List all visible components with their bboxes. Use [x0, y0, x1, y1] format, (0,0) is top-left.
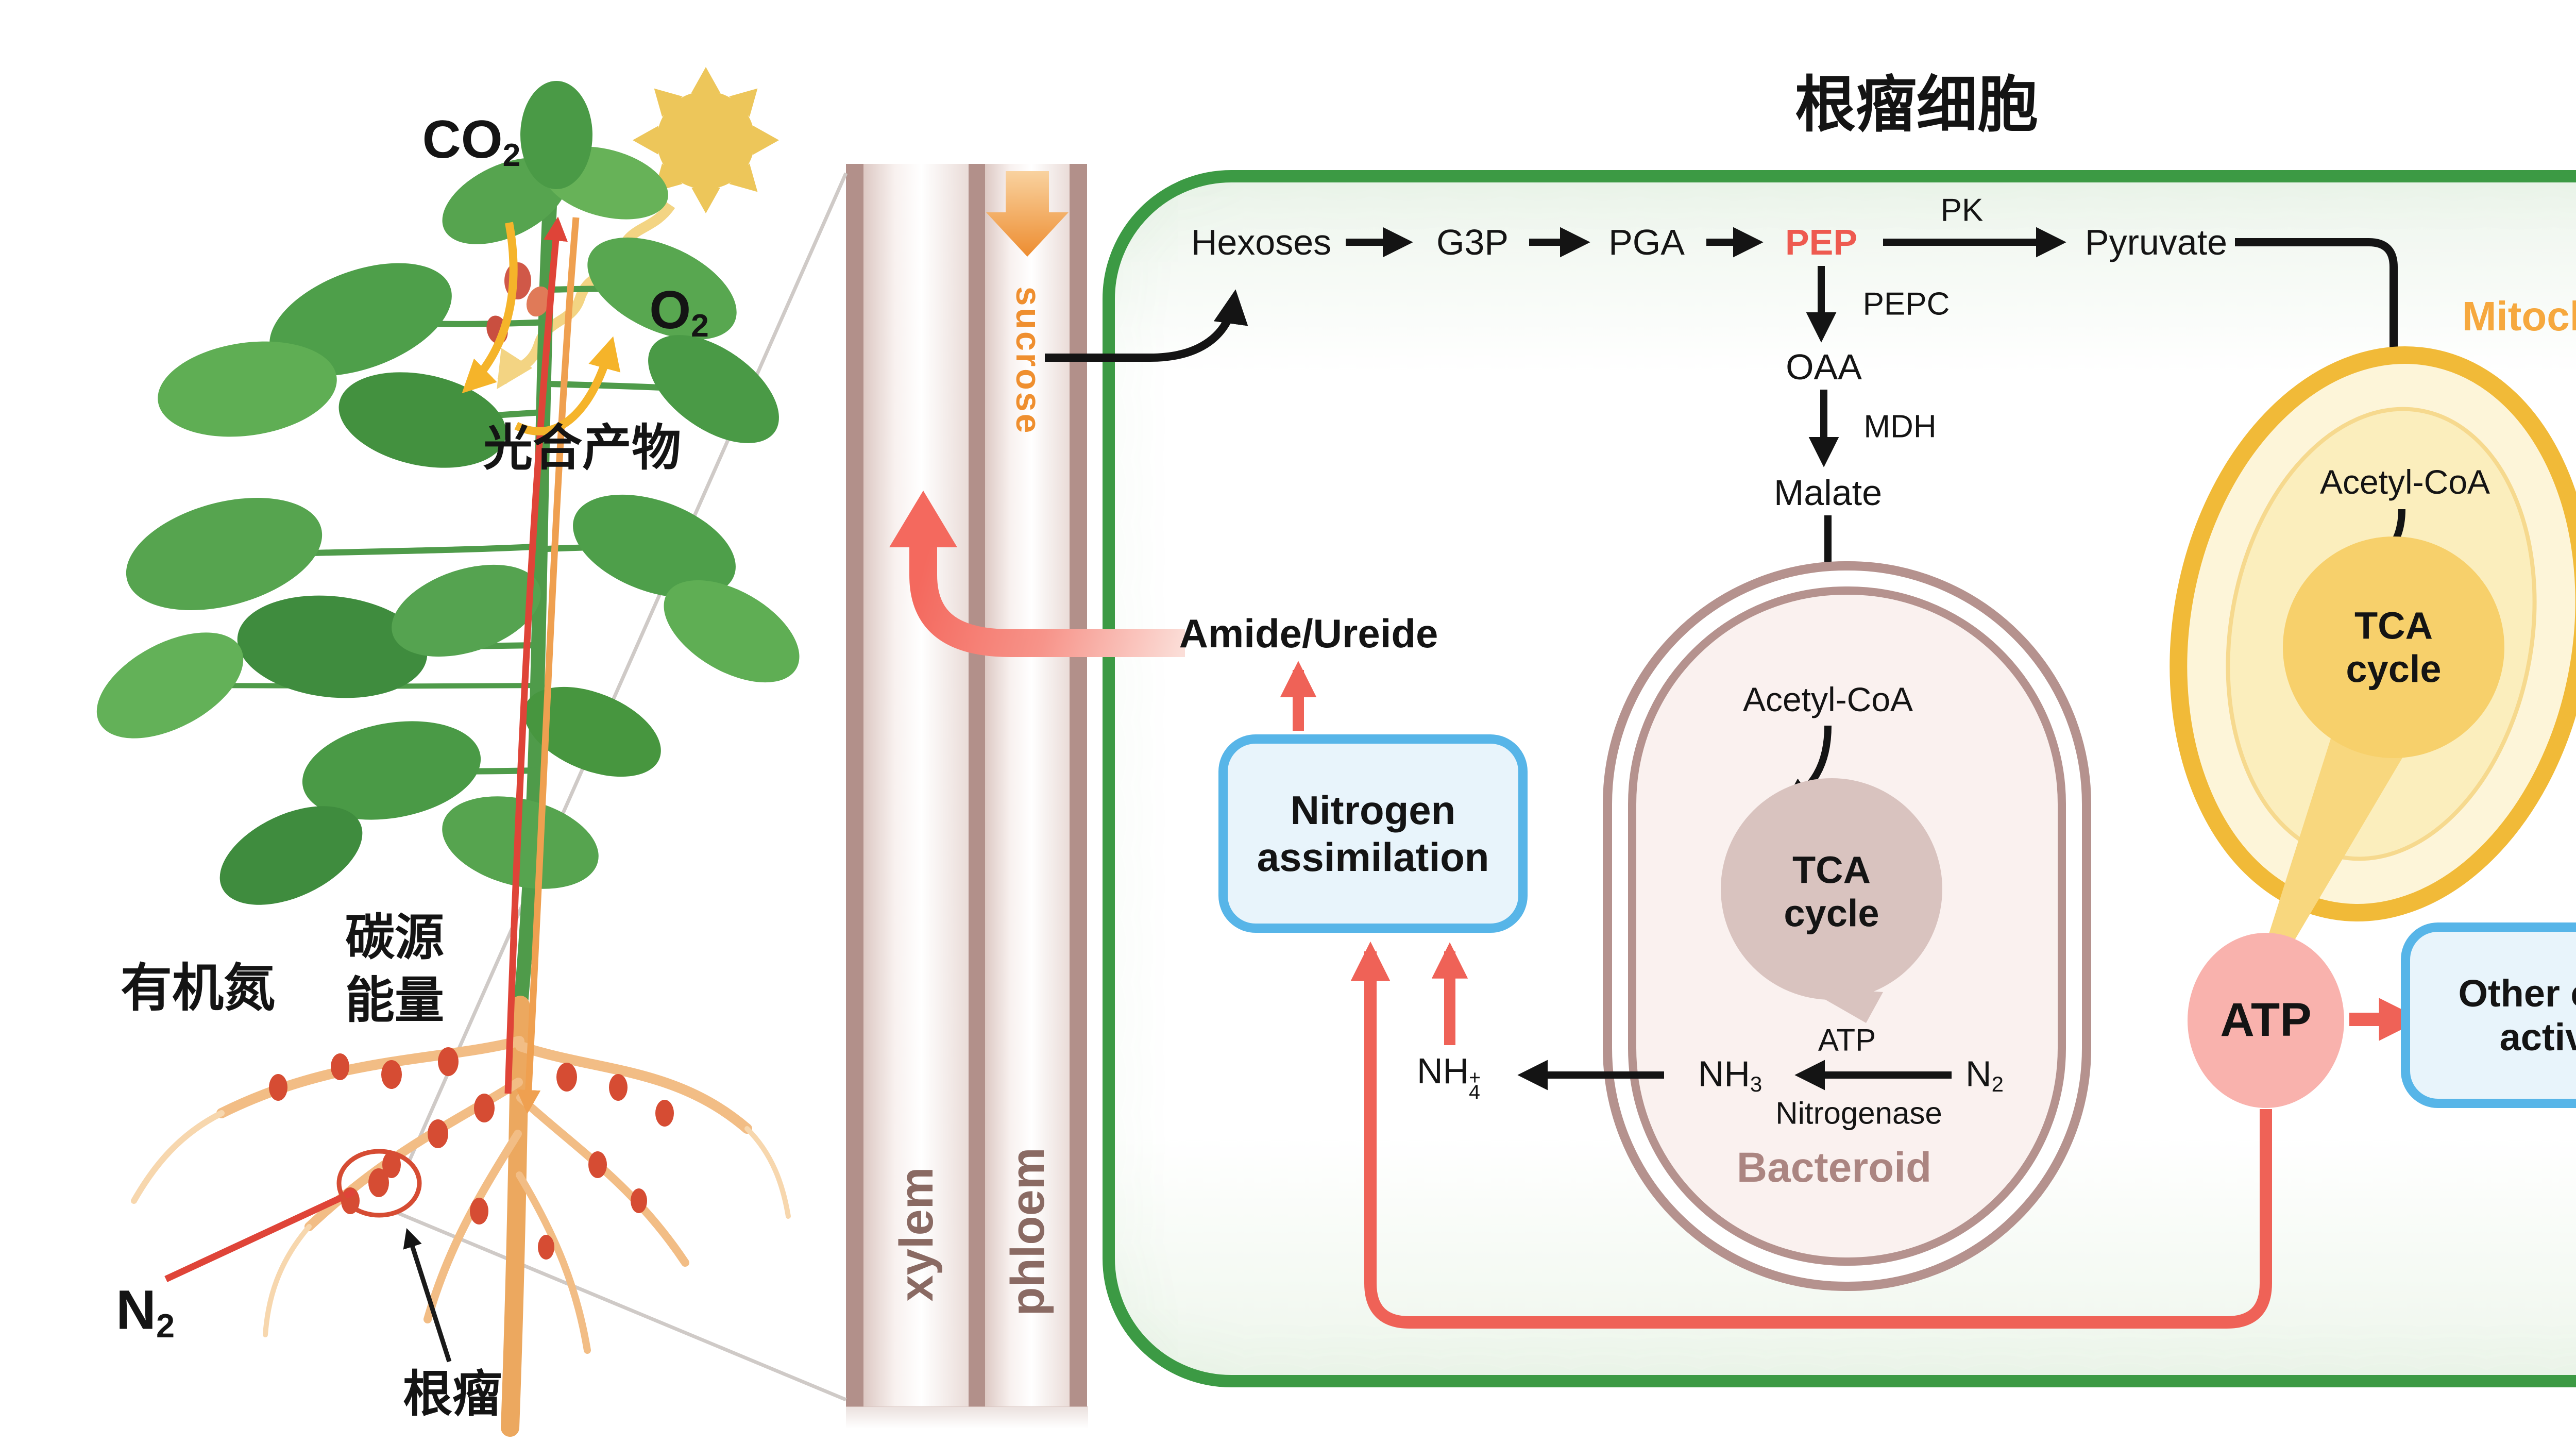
mito-tca-line2: cycle [2346, 647, 2442, 691]
hexoses-label: Hexoses [1191, 222, 1332, 262]
bacteroid-organelle [1517, 561, 2091, 1291]
nh3-sub: 3 [1750, 1072, 1762, 1097]
amide-export-arrow [889, 491, 1185, 657]
sucrose-label: sucrose [1009, 286, 1048, 435]
sucrose-to-hexoses-arrow [1045, 289, 1248, 362]
cell-title: 根瘤细胞 [1794, 71, 2039, 140]
co2-sub: 2 [502, 138, 521, 174]
bacteroid-n2-base: N [1965, 1053, 1992, 1094]
sunlight-squiggle-arrow [497, 202, 675, 390]
pyruvate-label: Pyruvate [2084, 222, 2228, 262]
sucrose-down-arrow [986, 171, 1069, 257]
other-cellular-activities-box: Other cellular activities [2401, 922, 2576, 1108]
nh3-base: NH [1698, 1053, 1750, 1094]
carbon-energy-down-flow [516, 217, 580, 1114]
co2-uptake-arrow [462, 222, 518, 394]
carbon-source-label: 碳源 [345, 910, 444, 965]
xylem-tube [863, 164, 969, 1407]
co2-base: CO [422, 110, 503, 170]
nitrogen-assimilation-box: Nitrogen assimilation [1218, 734, 1528, 933]
n2-entry-line [164, 1188, 356, 1282]
atp-node [2188, 933, 2344, 1108]
nh4-sup: + [1469, 1066, 1481, 1089]
phloem-outer-wall [1070, 164, 1087, 1407]
soil-n2-sub: 2 [156, 1306, 175, 1345]
pk-enzyme-label: PK [1940, 192, 1984, 228]
xylem-label: xylem [890, 1167, 943, 1302]
other-activities-line2: activities [2499, 1016, 2576, 1059]
plant-leaves [96, 81, 800, 905]
nh4-base: NH [1417, 1050, 1469, 1091]
other-activities-line1: Other cellular [2458, 972, 2576, 1015]
pepc-enzyme-label: PEPC [1862, 286, 1950, 322]
organic-nitrogen-up-flow [504, 216, 568, 1094]
nh4-sub: 4 [1469, 1081, 1480, 1103]
co2-label: CO2 [422, 109, 521, 174]
soil-n2-label: N2 [116, 1278, 175, 1346]
mitochondria-organelle [2170, 346, 2576, 1041]
plant-illustration [96, 67, 800, 1437]
nitrogenase-label: Nitrogenase [1775, 1096, 1942, 1131]
amide-ureide-label: Amide/Ureide [1179, 611, 1438, 657]
mito-tca-line1: TCA [2354, 604, 2433, 647]
bacteroid-tca-line1: TCA [1792, 848, 1871, 892]
bacteroid-tca-bubble [1721, 778, 1942, 1023]
oaa-label: OAA [1786, 346, 1862, 387]
sun-icon [633, 67, 779, 213]
mito-acetyl-coa-label: Acetyl-CoA [2319, 463, 2490, 501]
organic-nitrogen-label: 有机氮 [121, 959, 275, 1017]
nitrogen-assimilation-line2: assimilation [1257, 834, 1489, 880]
nitrogenase-atp-label: ATP [1818, 1022, 1876, 1058]
nodule-pointer-arrow [403, 1228, 452, 1363]
zoom-guide-lines [395, 172, 848, 1402]
bacteroid-label: Bacteroid [1736, 1144, 1932, 1191]
mitochondria-label: Mitochondria [2462, 293, 2576, 339]
pep-label: PEP [1785, 222, 1858, 262]
nh4-label: NH+4 [1417, 1050, 1481, 1103]
photosynthate-label: 光合产物 [483, 420, 681, 476]
nitrogen-assimilation-line1: Nitrogen [1290, 787, 1456, 833]
nh3-label: NH3 [1698, 1053, 1762, 1097]
bacteroid-tca-line2: cycle [1784, 892, 1879, 935]
phloem-tube [985, 164, 1070, 1407]
bacteroid-acetyl-coa-label: Acetyl-CoA [1742, 680, 1913, 719]
soil-n2-base: N [115, 1278, 156, 1341]
vessel-middle-wall [969, 164, 985, 1407]
nodule-highlight-circle [336, 1149, 422, 1218]
g3p-label: G3P [1436, 222, 1509, 262]
o2-release-arrow [514, 336, 621, 435]
o2-label: O2 [649, 280, 709, 345]
o2-sub: 2 [691, 308, 709, 344]
xylem-outer-wall [846, 164, 863, 1407]
vessel-bottom-fade [846, 1406, 1088, 1429]
mdh-enzyme-label: MDH [1863, 409, 1937, 445]
pga-label: PGA [1608, 222, 1685, 262]
plant-roots [131, 996, 791, 1437]
bacteroid-n2-label: N2 [1965, 1053, 2004, 1097]
energy-label: 能量 [345, 972, 444, 1028]
o2-base: O [649, 280, 691, 341]
malate-label: Malate [1773, 472, 1883, 513]
root-nodule-label: 根瘤 [403, 1366, 502, 1422]
phloem-label: phloem [1002, 1147, 1055, 1316]
atp-node-label: ATP [2220, 994, 2312, 1047]
bacteroid-n2-sub: 2 [1991, 1072, 2004, 1097]
